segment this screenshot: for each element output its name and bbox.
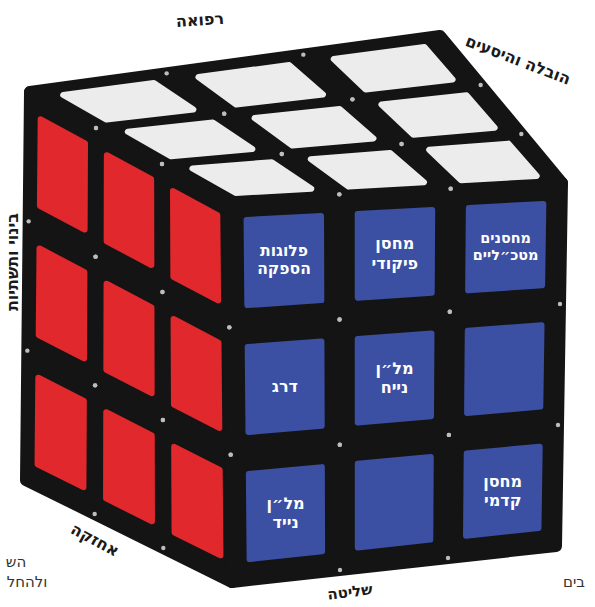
cube-dot bbox=[519, 132, 523, 136]
cube-dot bbox=[161, 546, 165, 550]
cube-dot bbox=[26, 219, 30, 223]
cube-sticker bbox=[467, 325, 541, 413]
cube-dot bbox=[448, 186, 452, 190]
cube-sticker bbox=[198, 65, 322, 105]
cube-sticker bbox=[63, 83, 193, 120]
cube-dot bbox=[338, 443, 342, 447]
fragment-text: בים bbox=[563, 573, 585, 591]
sticker-text: פלוגות הספקה bbox=[257, 242, 311, 279]
cube-dot bbox=[25, 348, 29, 352]
cube-sticker bbox=[429, 144, 536, 181]
sticker-text: מחסן קדמי bbox=[476, 472, 528, 510]
cube-sticker bbox=[255, 109, 374, 146]
cube-sticker bbox=[381, 95, 494, 135]
cube-sticker bbox=[192, 162, 311, 193]
cube-dot bbox=[399, 142, 403, 146]
cube-sticker bbox=[358, 333, 432, 422]
cube-dot bbox=[448, 310, 452, 314]
cube-dot bbox=[447, 433, 451, 437]
cube-dot bbox=[558, 302, 562, 306]
cube-dot bbox=[337, 317, 341, 321]
sticker-text: מחסנים מטכ״ליים bbox=[472, 230, 540, 265]
cube-dot bbox=[93, 383, 97, 387]
cube-sticker bbox=[247, 216, 322, 305]
sticker-text: מל״ן נייד bbox=[259, 494, 311, 532]
cube-dot bbox=[447, 433, 451, 437]
cube-dot bbox=[350, 97, 354, 101]
cube-dot bbox=[338, 443, 342, 447]
cube-dot bbox=[160, 290, 164, 294]
cube-sticker bbox=[174, 319, 220, 428]
face-label: שליטה bbox=[326, 580, 373, 603]
cube-dot bbox=[160, 162, 164, 166]
sticker-label: דרג bbox=[248, 345, 321, 429]
cube-dot bbox=[94, 126, 98, 130]
cube-dot bbox=[227, 325, 231, 329]
cube-dot bbox=[160, 162, 164, 166]
cube-dot bbox=[94, 126, 98, 130]
cube-dot bbox=[280, 152, 284, 156]
cube-sticker bbox=[358, 457, 431, 548]
cube-sticker bbox=[249, 467, 322, 559]
cube-dot bbox=[448, 186, 452, 190]
cube-dot bbox=[350, 97, 354, 101]
cube-sticker bbox=[128, 123, 252, 157]
cube-sticker bbox=[358, 210, 432, 298]
cube-dot bbox=[93, 254, 97, 258]
cube-dot bbox=[93, 254, 97, 258]
face-label: רפואה bbox=[175, 9, 225, 32]
cube-dot bbox=[161, 418, 165, 422]
cube-dot bbox=[337, 192, 341, 196]
cube-dot bbox=[399, 142, 403, 146]
sticker-label: מל״ן נייד bbox=[249, 471, 321, 555]
cube-dot bbox=[337, 192, 341, 196]
cube-dot bbox=[161, 418, 165, 422]
cube-sticker bbox=[106, 284, 151, 393]
cube-dot bbox=[227, 325, 231, 329]
cube-dot bbox=[222, 111, 226, 115]
cube-dot bbox=[446, 556, 450, 560]
cube-dot bbox=[222, 111, 226, 115]
cube-dot bbox=[160, 290, 164, 294]
cube-dot bbox=[228, 452, 232, 456]
sticker-label: מחסן קדמי bbox=[466, 450, 538, 531]
cube-dot bbox=[337, 317, 341, 321]
cube-sticker bbox=[106, 412, 152, 521]
cube-dot bbox=[301, 52, 305, 56]
cube-sticker bbox=[334, 47, 453, 89]
cube-sticker bbox=[248, 342, 322, 433]
cube-sticker bbox=[107, 155, 152, 265]
fragment-text: ולהחל bbox=[7, 573, 48, 591]
sticker-label: מחסן פיקודי bbox=[358, 212, 432, 295]
cube-sticker bbox=[173, 191, 218, 300]
cube-dot bbox=[280, 152, 284, 156]
cube-sticker bbox=[39, 248, 85, 358]
cube-body bbox=[228, 183, 562, 582]
face-label: בינוי ותשתיות bbox=[3, 213, 22, 311]
cube-sticker bbox=[466, 447, 540, 536]
cube-dot bbox=[93, 383, 97, 387]
cube-dot bbox=[228, 452, 232, 456]
cube-dot bbox=[448, 310, 452, 314]
cube-dot bbox=[164, 71, 168, 75]
cube-sticker bbox=[311, 153, 424, 187]
sticker-label: מל״ן נייח bbox=[358, 336, 431, 419]
cube-sticker bbox=[38, 378, 84, 487]
cube-dot bbox=[478, 83, 482, 87]
cube-sticker bbox=[174, 447, 220, 556]
sticker-text: דרג bbox=[272, 377, 298, 396]
sticker-label: מחסנים מטכ״ליים bbox=[469, 206, 543, 287]
fragment-text: הש bbox=[6, 553, 26, 571]
cube-dot bbox=[338, 568, 342, 572]
sticker-label: פלוגות הספקה bbox=[247, 218, 321, 302]
sticker-text: מל״ן נייח bbox=[368, 359, 421, 397]
sticker-text: מחסן פיקודי bbox=[368, 234, 422, 272]
cube-sticker bbox=[468, 204, 543, 290]
cube-dot bbox=[92, 512, 96, 516]
cube-sticker bbox=[40, 119, 85, 229]
cube-dot bbox=[556, 423, 560, 427]
